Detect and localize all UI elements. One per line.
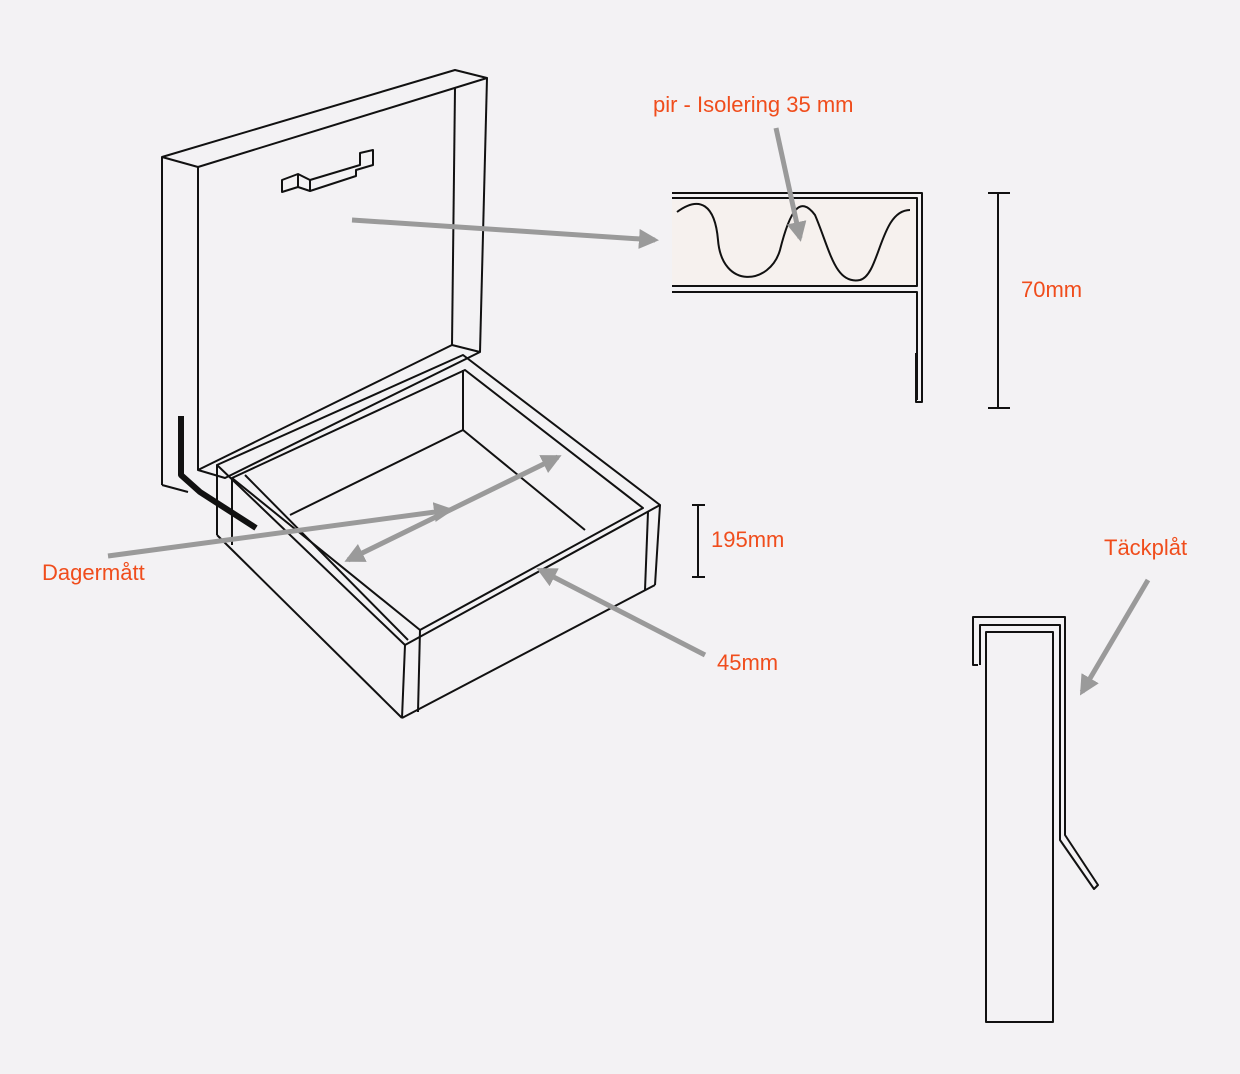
lid [161, 69, 488, 493]
arrow-insulation [773, 127, 807, 242]
label-195mm: 195mm [711, 527, 785, 552]
base-box [197, 344, 661, 719]
arrow-lid-to-detail [351, 217, 659, 249]
arrow-cover-plate [1079, 578, 1151, 696]
arrow-45mm [536, 567, 707, 658]
label-45mm: 45mm [717, 650, 779, 675]
label-70mm: 70mm [1021, 277, 1083, 302]
label-daylight: Dagermått [42, 560, 145, 585]
arrow-daylight-right [448, 454, 562, 513]
arrow-daylight-lead [107, 502, 454, 559]
dimension-70mm [988, 192, 1010, 409]
label-cover-plate: Täckplåt [1104, 535, 1188, 560]
cover-plate-profile [972, 616, 1099, 1023]
arrows [107, 127, 1151, 696]
label-insulation: pir - Isolering 35 mm [653, 92, 854, 117]
dimension-195mm [692, 504, 705, 578]
handle-icon [281, 149, 374, 193]
hinge-icon [178, 416, 258, 531]
arrow-daylight-left [344, 507, 452, 563]
